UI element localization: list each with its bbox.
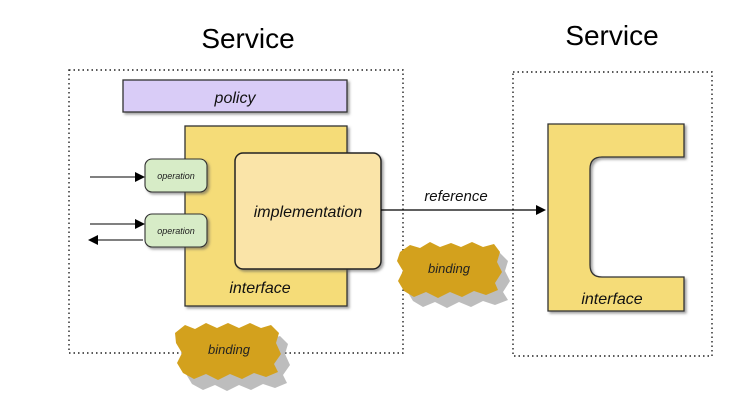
binding-blob-bottom — [175, 323, 281, 380]
operation-box-1 — [144, 158, 208, 193]
binding-label-bottom: binding — [208, 342, 251, 357]
operation-box-2 — [144, 213, 208, 248]
policy-bar — [122, 79, 348, 113]
operation-label-2: operation — [157, 226, 195, 236]
target-interface-block — [547, 123, 685, 312]
service-title-left: Service — [201, 23, 294, 54]
component-interface-label: interface — [229, 280, 290, 297]
implementation-block — [234, 152, 382, 270]
implementation-label: implementation — [254, 204, 363, 221]
binding-blob-middle — [397, 242, 502, 298]
reference-label: reference — [424, 188, 487, 205]
operation-label-1: operation — [157, 171, 195, 181]
target-interface-label: interface — [581, 291, 642, 308]
service-title-right: Service — [565, 20, 658, 51]
binding-label-middle: binding — [428, 261, 471, 276]
policy-label: policy — [214, 90, 257, 107]
service-boundary-right — [512, 71, 713, 357]
